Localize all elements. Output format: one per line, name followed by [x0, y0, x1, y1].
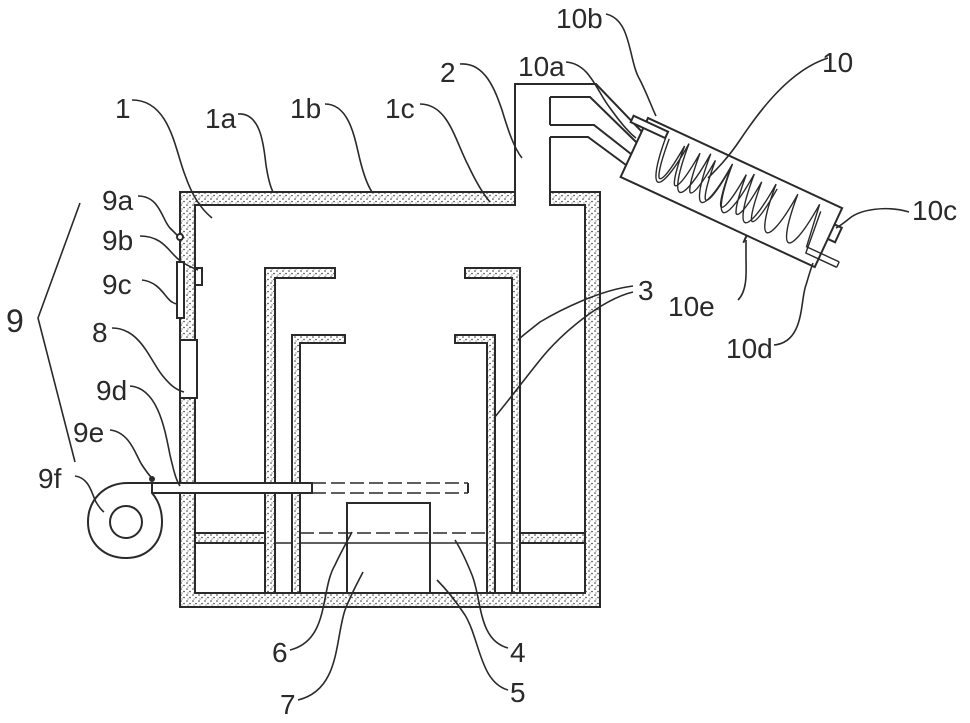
condenser	[605, 112, 861, 283]
leader-9c	[142, 280, 178, 304]
leader-10c	[836, 209, 909, 228]
label-9a: 9a	[102, 185, 134, 216]
leader-9a	[138, 196, 178, 236]
label-1a: 1a	[205, 103, 237, 134]
upper-pipe-bottom	[550, 97, 637, 143]
label-3: 3	[638, 275, 654, 306]
leader-7	[298, 572, 363, 700]
label-8: 8	[92, 317, 108, 348]
label-10a: 10a	[518, 51, 565, 82]
leader-10b	[606, 14, 656, 116]
label-1b: 1b	[290, 93, 321, 124]
label-10e: 10e	[668, 291, 715, 322]
label-10b: 10b	[556, 3, 603, 34]
air-pipe-hidden	[312, 483, 468, 493]
leader-10e	[738, 240, 746, 300]
label-9c: 9c	[102, 269, 132, 300]
label-10d: 10d	[726, 333, 773, 364]
label-9f: 9f	[38, 463, 62, 494]
air-pipe	[150, 483, 468, 493]
latch-9b	[195, 268, 202, 285]
leader-2	[460, 64, 522, 158]
bottom-band-right	[520, 533, 585, 543]
label-1c: 1c	[385, 93, 415, 124]
label-1: 1	[115, 93, 131, 124]
inner-tubes	[265, 268, 520, 593]
handle-9c	[177, 262, 184, 318]
label-9: 9	[6, 303, 24, 339]
fan	[88, 476, 162, 558]
leader-9d	[130, 386, 180, 486]
vapor-pipes	[550, 84, 642, 165]
label-5: 5	[510, 677, 526, 708]
label-7: 7	[280, 689, 296, 720]
bottom-band-left	[195, 533, 265, 543]
label-2: 2	[440, 57, 456, 88]
label-6: 6	[272, 637, 288, 668]
chimney	[515, 84, 550, 205]
label-10: 10	[822, 47, 853, 78]
tube-right-inner	[455, 335, 495, 593]
label-9e: 9e	[73, 417, 104, 448]
window-8	[180, 340, 197, 398]
leader-1c	[420, 104, 490, 202]
fan-volute	[88, 483, 162, 558]
leader-10d	[774, 263, 813, 345]
label-9b: 9b	[102, 225, 133, 256]
label-9d: 9d	[96, 375, 127, 406]
chamber-body	[180, 192, 600, 607]
label-10c: 10c	[912, 195, 957, 226]
leader-1a	[238, 114, 273, 192]
leader-1b	[325, 104, 372, 192]
label-4: 4	[510, 637, 526, 668]
leader-3-outer	[518, 286, 633, 340]
bottom-section	[195, 503, 585, 593]
tube-left-inner	[292, 335, 345, 593]
leader-10a	[566, 62, 636, 138]
air-pipe-outside	[150, 483, 312, 493]
leader-9e	[110, 430, 151, 477]
insulated-wall	[180, 192, 600, 607]
chimney-left-top-wall	[515, 84, 550, 205]
